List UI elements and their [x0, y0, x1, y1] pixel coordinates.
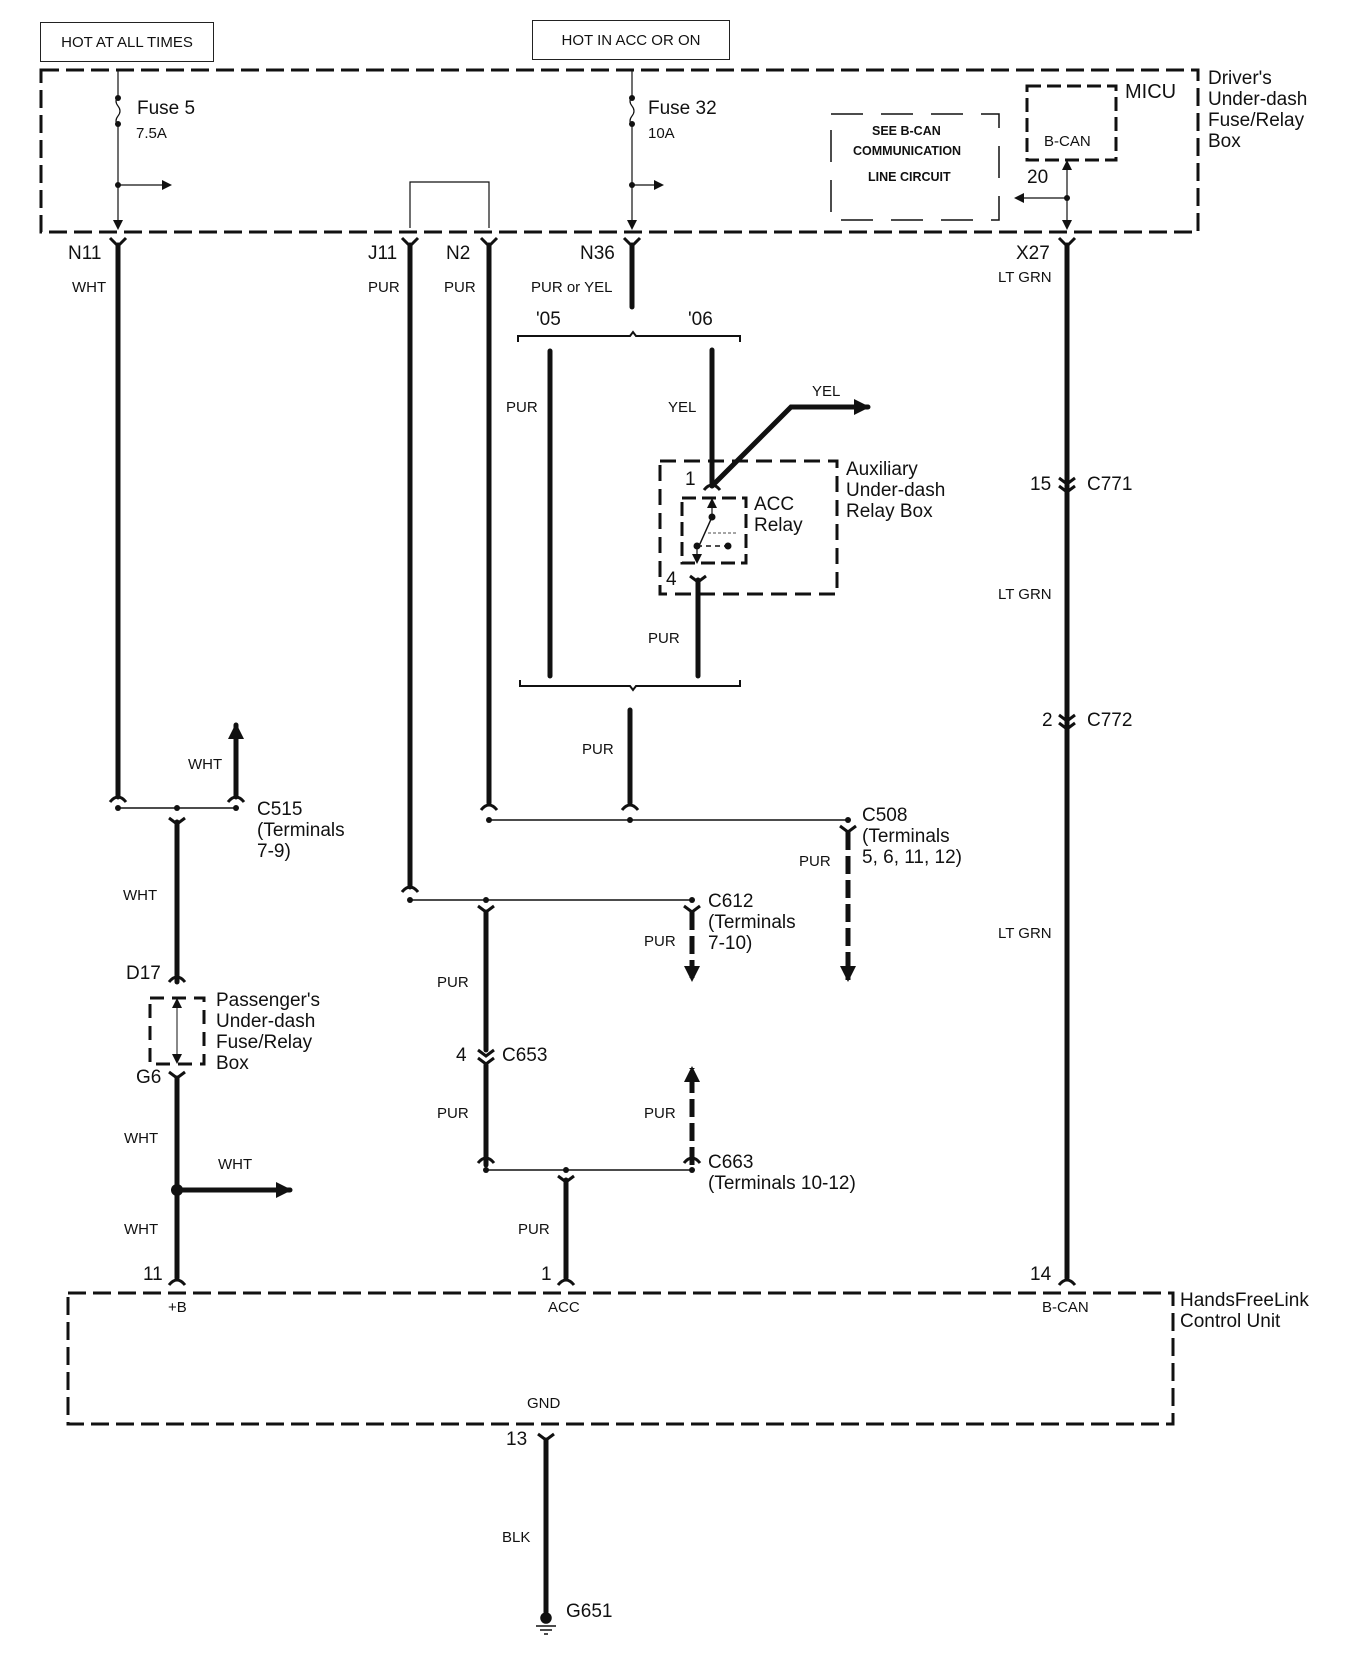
c508-label: C508 (Terminals 5, 6, 11, 12)	[862, 805, 962, 868]
wire-label-n36: PUR or YEL	[531, 279, 613, 296]
micu-bcan-port: B-CAN	[1044, 133, 1091, 150]
ground-dot	[540, 1612, 552, 1624]
ground-g651-label: G651	[566, 1601, 613, 1622]
fuse32-label: Fuse 32	[648, 98, 717, 119]
wire-yel-branch	[709, 399, 871, 489]
relay-pin-1: 1	[685, 469, 696, 490]
hfl-pin-b-name: +B	[168, 1299, 187, 1316]
hot-at-all-times-label: HOT AT ALL TIMES	[61, 33, 193, 51]
hfl-pin-acc-name: ACC	[548, 1299, 580, 1316]
hot-at-all-times-box: HOT AT ALL TIMES	[40, 22, 214, 62]
hfl-pin-bcan-name: B-CAN	[1042, 1299, 1089, 1316]
fuse32-rating: 10A	[648, 125, 675, 142]
terminal-g6: G6	[136, 1067, 162, 1088]
see-bcan-line1: SEE B-CAN	[872, 124, 941, 138]
c653-label: C653	[502, 1045, 548, 1066]
wire-label-05-pur: PUR	[506, 399, 538, 416]
wire-label-c653-top: PUR	[437, 974, 469, 991]
hfl-pin-14: 14	[1030, 1264, 1052, 1285]
fuse5-rating: 7.5A	[136, 125, 167, 142]
wire-label-ltgrn-mid: LT GRN	[998, 586, 1052, 603]
see-bcan-box-outline	[830, 113, 1000, 221]
fuse5-symbol	[115, 95, 121, 127]
relay-pin-4: 4	[666, 569, 677, 590]
wire-label-wht-up: WHT	[188, 756, 223, 773]
aux-relay-box-outline	[658, 459, 839, 596]
wire-label-06-yel: YEL	[668, 399, 697, 416]
c515-label: C515 (Terminals 7-9)	[257, 799, 345, 862]
wire-label-ltgrn-low: LT GRN	[998, 925, 1052, 942]
drivers-box-label: Driver's Under-dash Fuse/Relay Box	[1208, 68, 1308, 152]
see-bcan-line3: LINE CIRCUIT	[868, 170, 951, 184]
c771-pin: 15	[1030, 474, 1052, 495]
wire-label-wht-branch: WHT	[218, 1156, 253, 1173]
wire-label-wht-g6: WHT	[124, 1130, 159, 1147]
terminal-n36: N36	[580, 243, 615, 264]
c771-label: C771	[1087, 474, 1133, 495]
wire-label-c612: PUR	[644, 933, 676, 950]
hfl-unit-label: HandsFreeLink Control Unit	[1180, 1290, 1309, 1332]
drivers-fuse-box-outline	[39, 68, 1200, 234]
wire-label-wht-hfl: WHT	[124, 1221, 159, 1238]
hot-in-acc-box: HOT IN ACC OR ON	[532, 20, 730, 60]
wire-label-join-pur: PUR	[582, 741, 614, 758]
hfl-pin-11: 11	[143, 1264, 163, 1285]
wire-label-wht-mid: WHT	[123, 887, 158, 904]
hfl-pin-gnd-name: GND	[527, 1395, 561, 1412]
wire-label-n2: PUR	[444, 279, 476, 296]
aux-relay-box-label: Auxiliary Under-dash Relay Box	[846, 459, 946, 522]
terminal-d17: D17	[126, 963, 161, 984]
terminal-j11: J11	[368, 243, 398, 264]
passenger-box-label: Passenger's Under-dash Fuse/Relay Box	[216, 990, 320, 1074]
fuse32-symbol	[629, 95, 635, 127]
terminal-x27: X27	[1016, 243, 1050, 264]
see-bcan-line2: COMMUNICATION	[853, 144, 962, 158]
wire-label-c508: PUR	[799, 853, 831, 870]
c663-label: C663 (Terminals 10-12)	[708, 1152, 856, 1194]
year-06-label: '06	[688, 309, 713, 330]
wire-label-blk: BLK	[502, 1529, 531, 1546]
c772-pin: 2	[1042, 710, 1053, 731]
terminal-n11: N11	[68, 243, 102, 264]
micu-label: MICU	[1125, 81, 1177, 103]
wire-label-x27: LT GRN	[998, 269, 1052, 286]
hot-in-acc-label: HOT IN ACC OR ON	[561, 31, 701, 49]
wire-label-pur-acc: PUR	[518, 1221, 550, 1238]
c653-pin: 4	[456, 1045, 467, 1066]
wire-label-yel-branch: YEL	[812, 383, 841, 400]
acc-relay-label: ACC Relay	[754, 494, 803, 536]
year-05-label: '05	[536, 309, 561, 330]
wire-label-relay-pur: PUR	[648, 630, 680, 647]
year-bracket-bottom	[519, 680, 741, 692]
year-bracket-top	[517, 330, 741, 342]
c772-label: C772	[1087, 710, 1133, 731]
terminal-n2: N2	[446, 243, 471, 264]
acc-relay-outline	[680, 496, 748, 565]
c612-label: C612 (Terminals 7-10)	[708, 891, 796, 954]
wht-splice-dot	[171, 1184, 183, 1196]
wire-label-c653-bot: PUR	[437, 1105, 469, 1122]
micu-pin-20: 20	[1027, 167, 1049, 188]
hfl-pin-1: 1	[541, 1264, 552, 1285]
fuse5-label: Fuse 5	[137, 98, 196, 119]
hfl-unit-outline	[66, 1291, 1175, 1426]
wire-label-n11: WHT	[72, 279, 107, 296]
hfl-pin-13: 13	[506, 1429, 528, 1450]
wire-label-c663: PUR	[644, 1105, 676, 1122]
wire-label-j11: PUR	[368, 279, 400, 296]
